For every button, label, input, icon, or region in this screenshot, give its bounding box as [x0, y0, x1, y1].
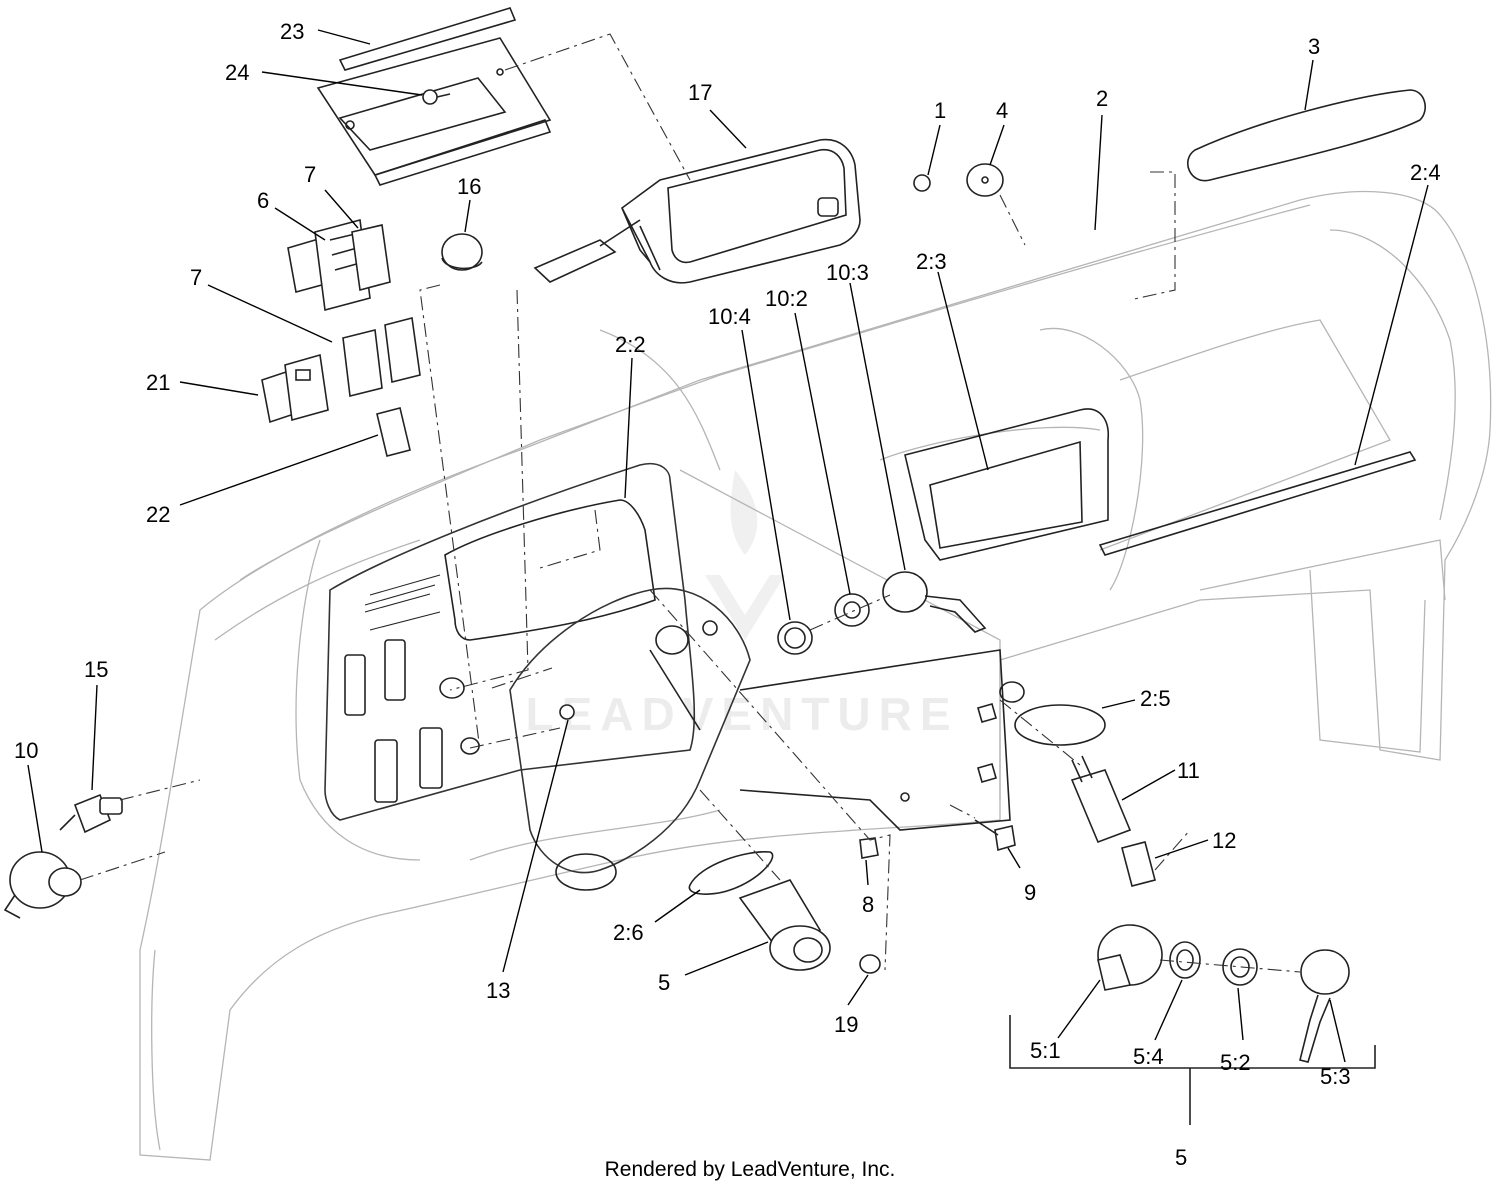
- nut-19: [859, 954, 881, 974]
- rocker-switch-21: [261, 353, 329, 424]
- ignition-exploded-group: [1009, 924, 1376, 1125]
- leader-lines: [27, 29, 1429, 1063]
- bolt-8: [859, 837, 879, 859]
- callout-1: 1: [934, 98, 946, 123]
- callout-8: 8: [862, 892, 874, 917]
- callout-16: 16: [457, 174, 481, 199]
- callout-9: 9: [1024, 880, 1036, 905]
- ignition-switch: [738, 879, 831, 971]
- callout-5-2: 5:2: [1220, 1050, 1251, 1075]
- push-switch-11: [1070, 755, 1132, 844]
- lock-cylinder: [882, 571, 987, 633]
- indicator-light: [441, 233, 483, 271]
- callout-15: 15: [84, 657, 108, 682]
- callout-5-group: 5: [1175, 1145, 1187, 1170]
- pin-13: [559, 704, 575, 720]
- callout-10-2: 10:2: [765, 286, 808, 311]
- storage-pocket: [904, 408, 1109, 561]
- watermark: LEADVENTURE: [525, 470, 958, 740]
- switch-cover-7b: [342, 317, 421, 397]
- gasket-2-5: [999, 681, 1106, 746]
- callout-19: 19: [834, 1012, 858, 1037]
- bolt-9: [974, 819, 1016, 852]
- switch-cap-12: [1121, 841, 1156, 887]
- callout-24: 24: [225, 60, 249, 85]
- callout-10-3: 10:3: [826, 260, 869, 285]
- callout-7-lower: 7: [190, 265, 202, 290]
- gasket-2-6: [688, 851, 774, 895]
- callout-21: 21: [146, 370, 170, 395]
- callout-10: 10: [14, 738, 38, 763]
- callout-2-4: 2:4: [1410, 160, 1441, 185]
- switch-cover-7a: [351, 224, 391, 292]
- lock-nut-10-2: [834, 593, 870, 627]
- handle-washer: [966, 163, 1004, 197]
- callout-3: 3: [1308, 34, 1320, 59]
- dash-body: [139, 190, 1492, 1161]
- assembly-lines: [79, 33, 1301, 973]
- callout-17: 17: [688, 80, 712, 105]
- blank-plug: [376, 407, 411, 457]
- callout-12: 12: [1212, 828, 1236, 853]
- bezel-fasteners: [702, 620, 997, 802]
- grab-handle: [1186, 89, 1426, 182]
- rotary-knob-10: [3, 851, 82, 919]
- callout-5-1: 5:1: [1030, 1038, 1061, 1063]
- bracket-screw: [422, 89, 451, 105]
- instrument-faceplate: [324, 462, 696, 821]
- tray-liner: [1098, 451, 1417, 556]
- callout-6: 6: [257, 188, 269, 213]
- callout-2-5: 2:5: [1140, 686, 1171, 711]
- watermark-logo-icon: [705, 470, 785, 640]
- render-credit: Rendered by LeadVenture, Inc.: [605, 1158, 896, 1181]
- callout-11: 11: [1177, 758, 1200, 783]
- callout-5: 5: [658, 970, 670, 995]
- center-console: [509, 587, 1011, 891]
- callout-2-2: 2:2: [615, 332, 646, 357]
- callout-7-top: 7: [304, 162, 316, 187]
- display-gauge: [533, 138, 861, 284]
- callout-2: 2: [1096, 86, 1108, 111]
- callout-22: 22: [146, 502, 170, 527]
- callout-4: 4: [996, 98, 1008, 123]
- callout-labels: 23 24 17 3 1 4 2 2:4 7 6 16 7 10:3 2:3 1…: [14, 19, 1441, 1170]
- handle-nut: [913, 174, 931, 192]
- lock-washer-10-4: [777, 621, 813, 655]
- callout-5-3: 5:3: [1320, 1064, 1351, 1089]
- callout-5-4: 5:4: [1133, 1044, 1164, 1069]
- callout-23: 23: [280, 19, 304, 44]
- watermark-text: LEADVENTURE: [525, 688, 958, 740]
- callout-2-3: 2:3: [916, 249, 947, 274]
- light-bulb-15: [59, 793, 123, 834]
- callout-13: 13: [486, 978, 510, 1003]
- callout-10-4: 10:4: [708, 304, 751, 329]
- callout-2-6: 2:6: [613, 920, 644, 945]
